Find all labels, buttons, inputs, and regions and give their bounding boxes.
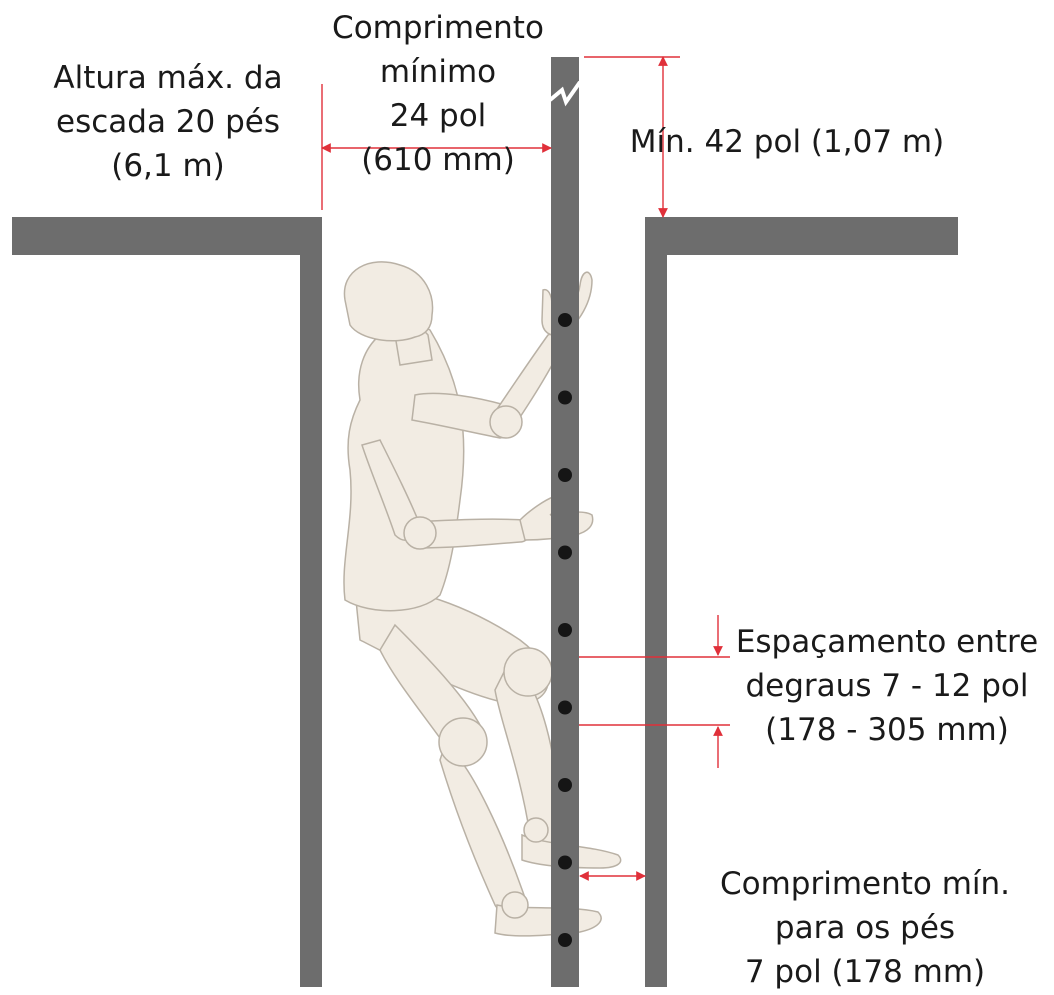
ladder-rungs [558, 313, 572, 947]
min-width-label: Comprimento mínimo 24 pol (610 mm) [328, 6, 548, 182]
rung-spacing-line-3: (178 - 305 mm) [765, 712, 1009, 748]
max-height-line-2: escada 20 pés [56, 104, 280, 140]
torso [343, 323, 465, 612]
min-width-line-3: 24 pol [389, 98, 487, 134]
min-width-line-4: (610 mm) [361, 142, 515, 178]
rail-break-mark [548, 80, 582, 107]
toe-clearance-line-3: 7 pol (178 mm) [744, 954, 986, 990]
elbow-lower [403, 516, 437, 550]
min-width-line-1: Comprimento [332, 10, 544, 46]
toe-clearance-line-1: Comprimento mín. [719, 866, 1011, 902]
ladder-rung [558, 313, 572, 327]
ladder-rung [558, 468, 572, 482]
ladder-rail [548, 57, 582, 987]
rung-spacing-line-2: degraus 7 - 12 pol [745, 668, 1029, 704]
max-height-label: Altura máx. da escada 20 pés (6,1 m) [28, 56, 308, 188]
rung-spacing-label: Espaçamento entre degraus 7 - 12 pol (17… [732, 620, 1042, 752]
ladder-rung [558, 545, 572, 560]
toe-clearance-label: Comprimento mín. para os pés 7 pol (178 … [700, 862, 1030, 994]
ladder-rung [558, 700, 572, 715]
ladder-rung [558, 390, 572, 405]
head [343, 261, 434, 342]
ladder-rung [558, 855, 572, 870]
min-extension-text: Mín. 42 pol (1,07 m) [629, 124, 945, 160]
min-width-line-2: mínimo [379, 54, 497, 90]
ladder-rung [558, 623, 572, 637]
elbow-raised [489, 405, 523, 439]
ladder-rung [558, 778, 572, 792]
climber-figure [343, 261, 622, 937]
rung-spacing-line-1: Espaçamento entre [735, 624, 1039, 660]
right-wall [645, 217, 958, 987]
max-height-line-1: Altura máx. da [53, 60, 283, 96]
dimension-lines [321, 56, 730, 881]
knee-joint [503, 647, 553, 697]
ladder-rung [558, 933, 572, 947]
ankle-front [501, 891, 529, 919]
front-knee-joint [438, 717, 488, 767]
left-wall [12, 217, 322, 987]
toe-clearance-line-2: para os pés [774, 910, 956, 946]
max-height-line-3: (6,1 m) [111, 148, 225, 184]
front-shin [439, 743, 526, 913]
min-extension-label: Mín. 42 pol (1,07 m) [612, 120, 962, 164]
ankle-back [523, 817, 549, 843]
